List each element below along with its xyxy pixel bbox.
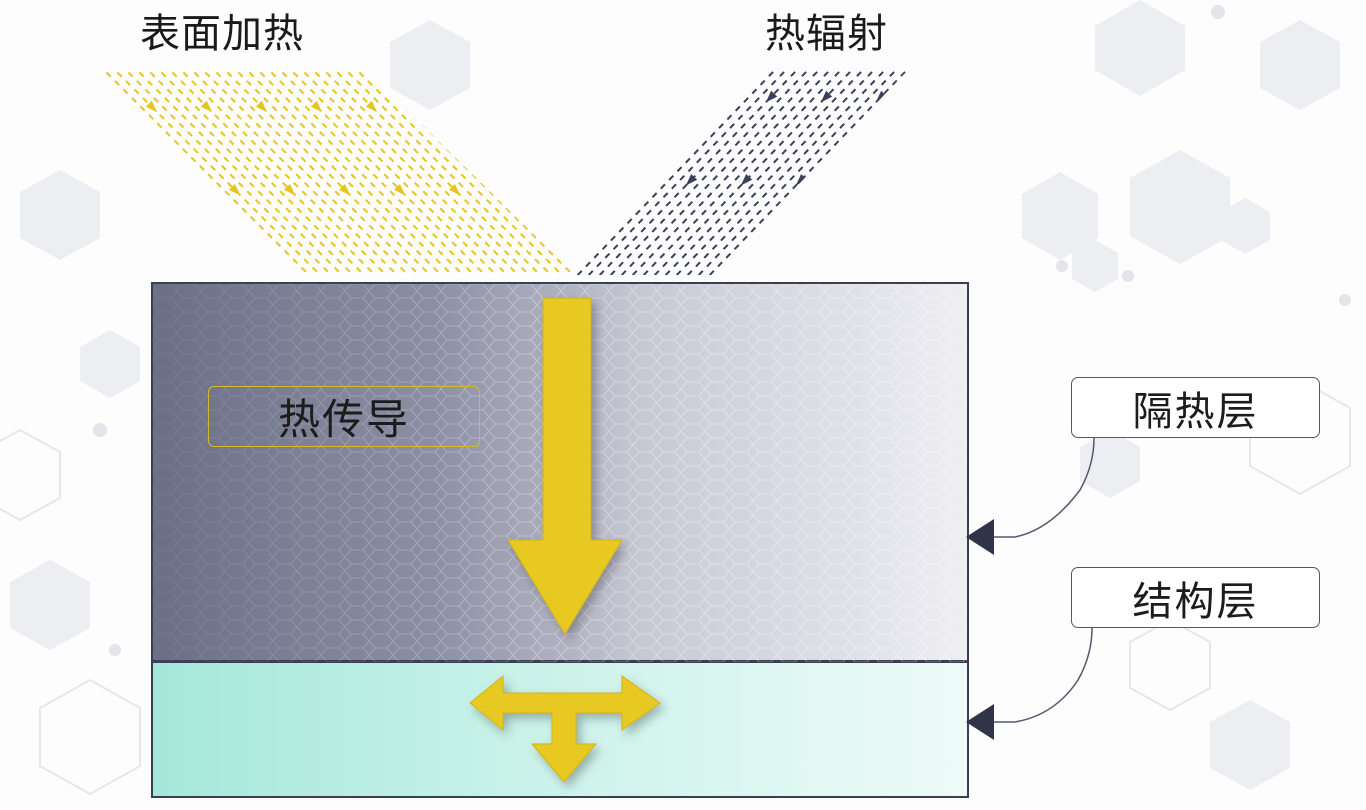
ray-line [693,68,910,275]
ray-arrowhead [200,100,213,113]
ray-line [206,72,468,275]
ray-arrowhead [145,100,158,113]
thermal-radiation-label: 热辐射 [765,11,888,57]
ray-line [583,68,835,275]
ray-line [572,68,824,275]
ray-arrowhead [820,90,833,103]
ray-line [649,68,901,275]
ray-line [184,72,446,275]
ray-line [107,72,369,275]
ray-line [627,68,879,275]
ray-line [272,72,534,275]
structure-pointer-icon [966,704,994,740]
ray-line [217,72,479,275]
ray-arrowhead [338,183,351,196]
ray-line [129,72,391,275]
structure-leader-line [994,627,1093,723]
ray-line [616,68,868,275]
ray-arrowhead [365,100,378,113]
ray-line [118,72,380,275]
ray-line [162,72,424,275]
ray-line [100,72,358,275]
ray-line [100,72,336,275]
ray-line [151,72,413,275]
ray-line [682,68,910,275]
ray-line [671,68,910,275]
three-way-arrow-icon [469,674,661,783]
ray-line [660,68,910,275]
ray-line [140,72,402,275]
heat-conduction-label: 热传导 [277,395,410,444]
insulation-pointer-icon [966,519,994,555]
ray-line [704,68,910,275]
ray-line [305,72,567,275]
ray-line [294,72,556,275]
ray-arrowhead [740,173,753,186]
insulation-layer-label: 隔热层 [1132,388,1259,435]
ray-line [594,68,846,275]
ray-line [100,72,325,275]
ray-line [228,72,490,275]
structure-layer-label: 结构层 [1132,578,1259,625]
ray-line [173,72,435,275]
insulation-layer-callout: 隔热层 [1071,377,1320,438]
ray-arrowhead [795,173,808,186]
ray-line [316,72,575,275]
ray-line [283,72,545,275]
ray-arrowhead [310,100,323,113]
heat-conduction-label-box: 热传导 [208,386,480,447]
structure-layer-callout: 结构层 [1071,567,1320,628]
ray-arrowhead [875,90,888,103]
down-arrow-icon [507,297,623,635]
ray-arrowhead [765,90,778,103]
ray-line [239,72,501,275]
ray-line [100,72,347,275]
ray-arrowhead [228,183,241,196]
surface-heating-label: 表面加热 [140,11,304,57]
ray-arrowhead [448,183,461,196]
ray-arrowhead [283,183,296,196]
ray-line [605,68,857,275]
ray-arrowhead [393,183,406,196]
ray-arrowhead [255,100,268,113]
ray-line [261,72,523,275]
ray-line [250,72,512,275]
ray-arrowhead [685,173,698,186]
insulation-leader-line [994,437,1095,538]
ray-line [638,68,890,275]
ray-line [195,72,457,275]
